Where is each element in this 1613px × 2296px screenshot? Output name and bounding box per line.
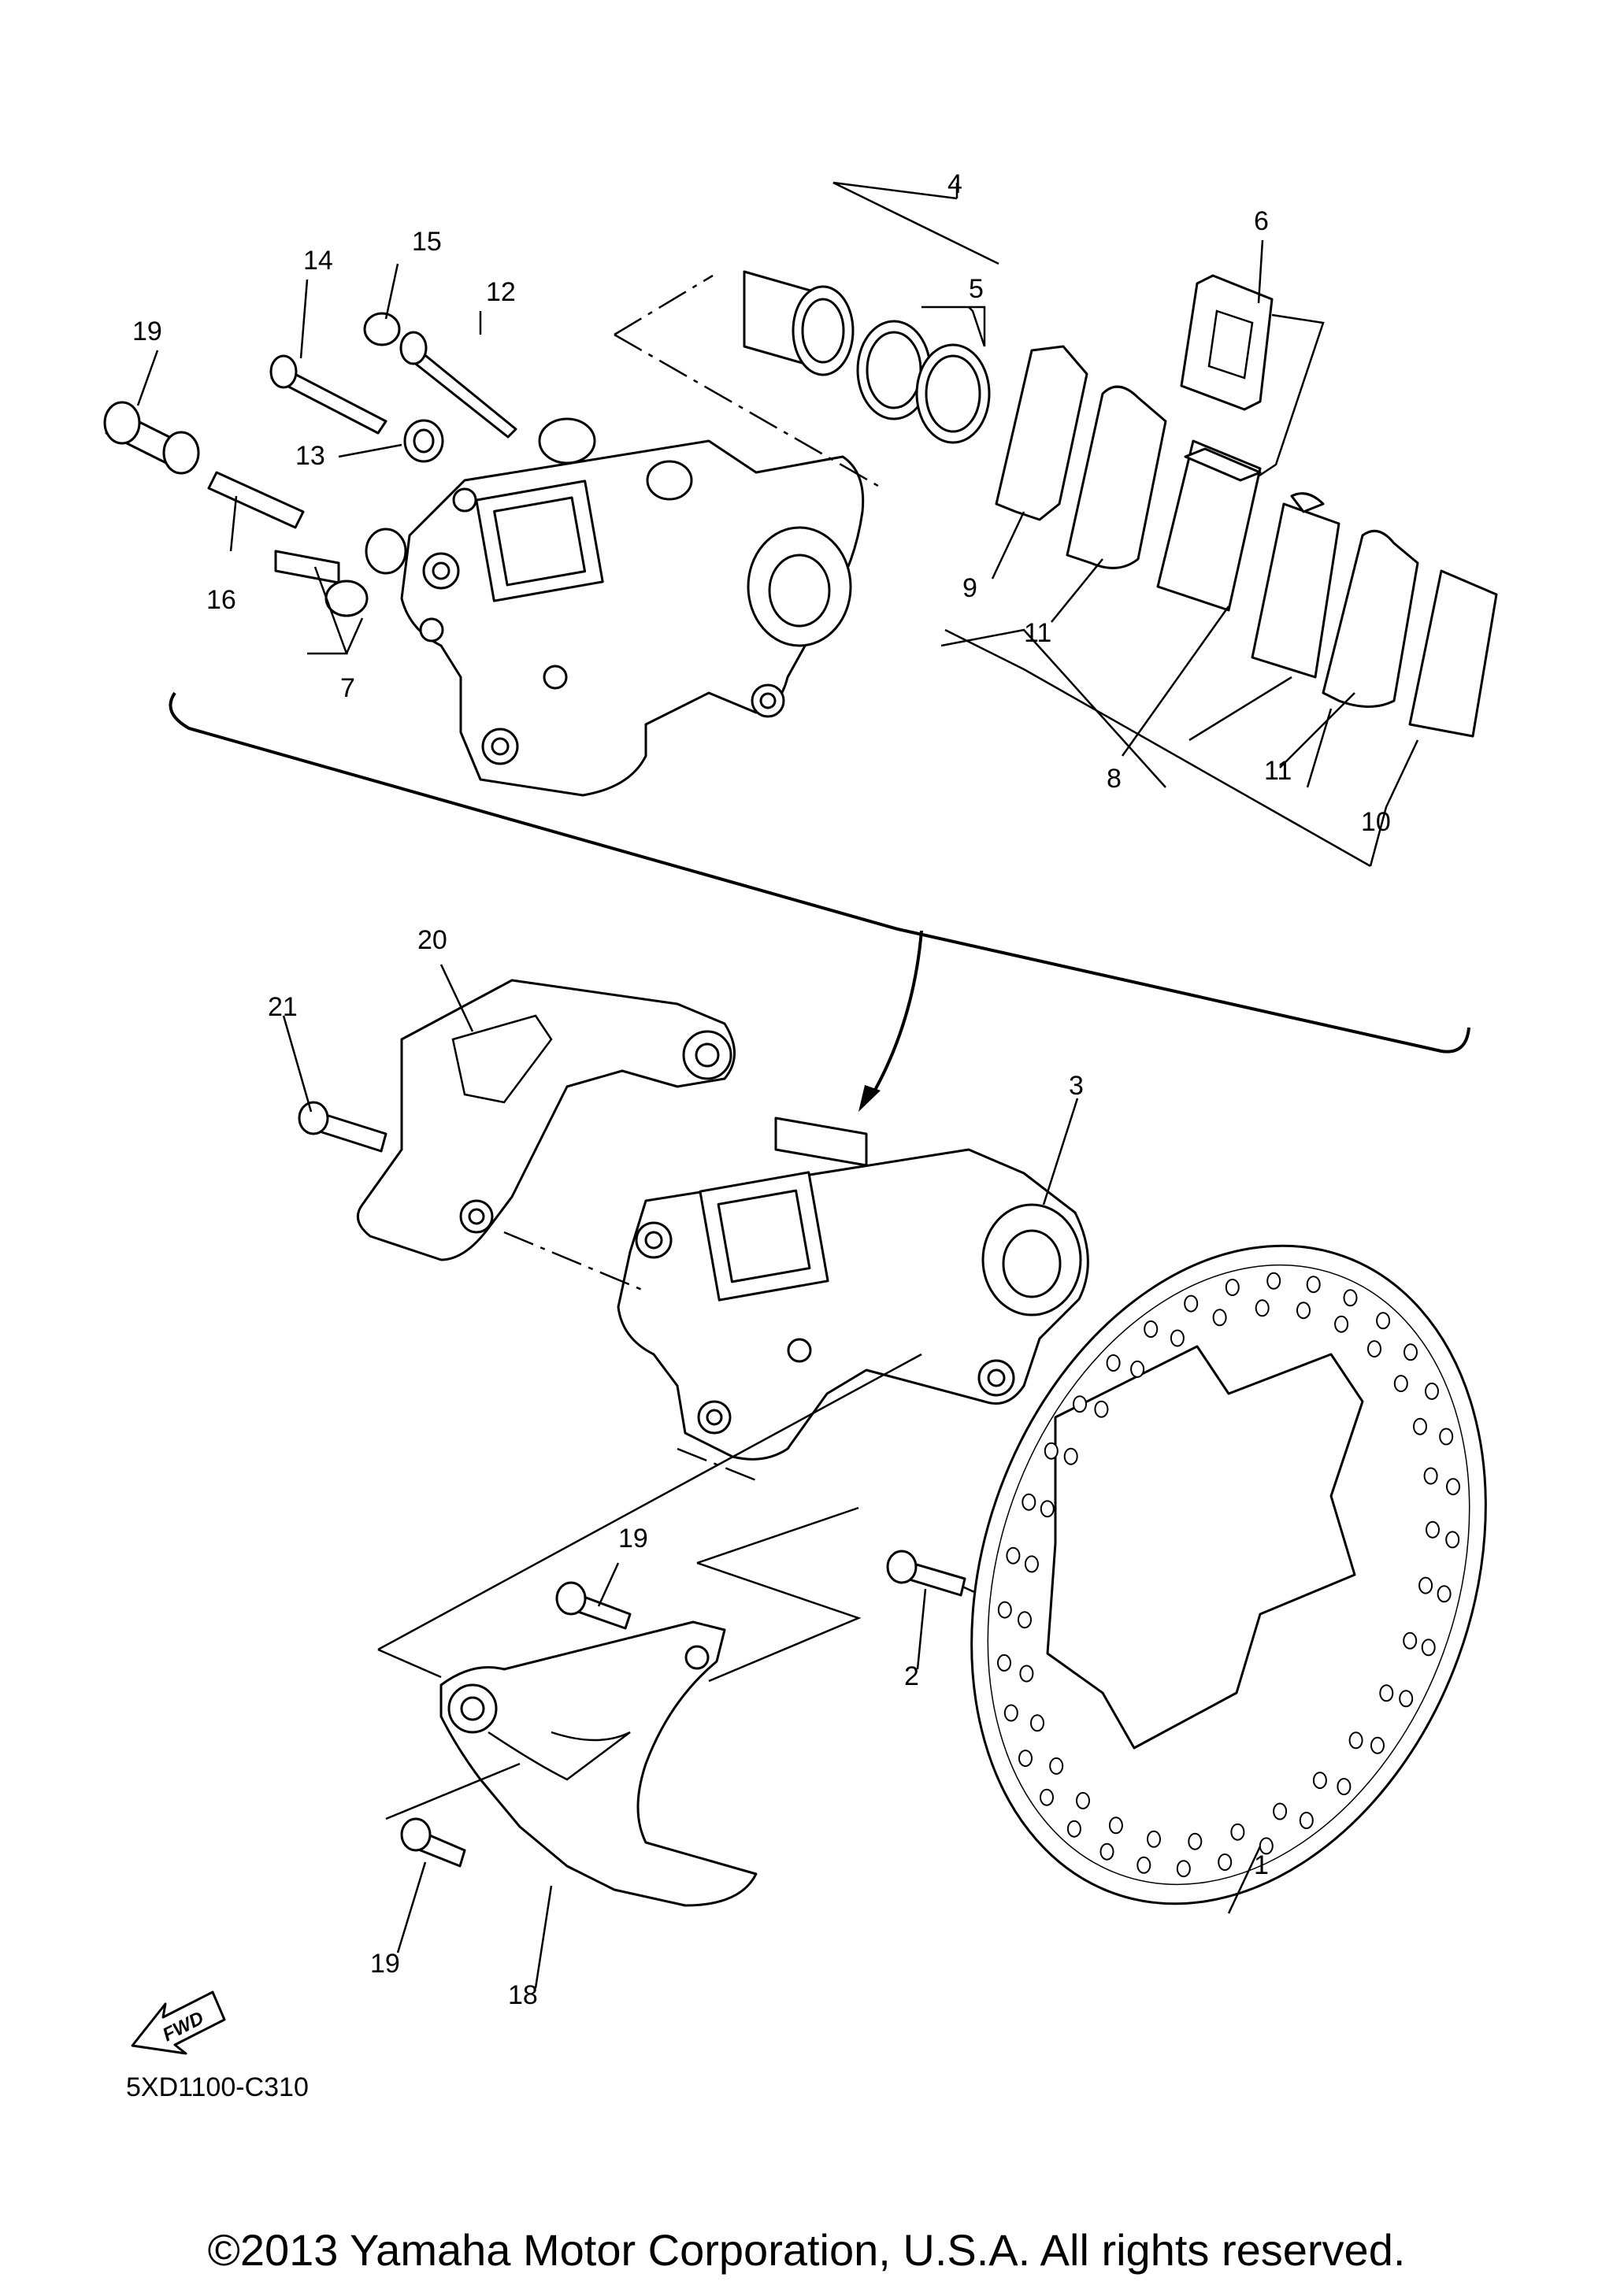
disc-hole <box>1130 1360 1145 1378</box>
disc-hole <box>1348 1731 1363 1750</box>
disc-hole <box>1066 1820 1081 1838</box>
disc-hole <box>1370 1736 1385 1754</box>
callout-19a: 19 <box>618 1524 648 1554</box>
callout-15: 13 <box>295 441 325 471</box>
disc-hole <box>1296 1302 1311 1320</box>
leader-lines <box>136 181 1419 1989</box>
disc-hole <box>1170 1329 1185 1347</box>
disc-hole <box>1367 1340 1381 1358</box>
disc-hole <box>1044 1442 1059 1460</box>
callout-16: 16 <box>206 585 236 615</box>
callout-14: 14 <box>303 246 333 276</box>
callout-21: 21 <box>268 992 298 1022</box>
callout-12: 12 <box>486 277 516 307</box>
disc-hole <box>1421 1639 1436 1657</box>
disc-hole <box>1049 1757 1064 1775</box>
disc-hole <box>1306 1276 1321 1294</box>
disc-hole <box>1426 1520 1440 1539</box>
copyright-footer: ©2013 Yamaha Motor Corporation, U.S.A. A… <box>207 2225 1406 2275</box>
disc-hole <box>1299 1812 1314 1829</box>
caliper-exploded-view <box>103 270 1498 1112</box>
disc-hole <box>1094 1400 1109 1418</box>
disc-hole <box>1218 1853 1233 1871</box>
disc-hole <box>1018 1750 1033 1768</box>
disc-hole <box>1073 1395 1087 1413</box>
disc-hole <box>1006 1546 1021 1565</box>
callout-7: 7 <box>340 673 355 703</box>
disc-hole <box>1399 1690 1414 1708</box>
callout-2: 2 <box>904 1661 919 1691</box>
disc-hole <box>1403 1631 1418 1650</box>
callout-4: 4 <box>947 169 962 199</box>
callout-18: 18 <box>508 1980 538 2010</box>
callout-10: 10 <box>1361 807 1391 837</box>
disc-hole <box>1437 1585 1452 1603</box>
disc-hole <box>1040 1500 1055 1518</box>
disc-hole <box>1376 1312 1391 1330</box>
disc-hole <box>1230 1823 1245 1841</box>
callout-9: 9 <box>962 573 977 603</box>
disc-hole <box>1446 1478 1460 1496</box>
callout-19b: 19 <box>370 1949 400 1979</box>
callout-20: 20 <box>417 925 447 955</box>
disc-hole <box>1188 1832 1203 1850</box>
disc-hole <box>1259 1837 1274 1855</box>
disc-hole <box>1063 1447 1078 1465</box>
disc-hole <box>1184 1294 1199 1313</box>
disc-hole <box>997 1601 1012 1619</box>
disc-hole <box>1018 1611 1032 1629</box>
disc-hole <box>1108 1816 1123 1835</box>
disc-hole <box>1266 1272 1281 1290</box>
caliper-assembly-view <box>298 979 1487 1907</box>
disc-hole <box>1425 1382 1439 1400</box>
disc-holes <box>997 1272 1460 1878</box>
disc-hole <box>1099 1842 1114 1861</box>
callout-6: 6 <box>1254 206 1269 236</box>
disc-hole <box>997 1653 1011 1672</box>
disc-hole <box>1147 1830 1161 1848</box>
disc-hole <box>1225 1279 1240 1296</box>
callout-5: 5 <box>969 274 984 304</box>
disc-hole <box>1255 1299 1270 1317</box>
part-code: 5XD1100-C310 <box>126 2072 309 2102</box>
disc-hole <box>1343 1289 1358 1307</box>
callout-11a: 11 <box>1024 618 1051 648</box>
disc-hole <box>1076 1791 1090 1809</box>
disc-hole <box>1106 1354 1121 1372</box>
disc-hole <box>1337 1778 1352 1795</box>
disc-hole <box>1418 1576 1433 1594</box>
disc-hole <box>1312 1772 1327 1790</box>
disc-hole <box>1423 1467 1438 1485</box>
disc-hole <box>1445 1531 1460 1549</box>
disc-hole <box>1137 1856 1151 1874</box>
disc-hole <box>1030 1714 1044 1732</box>
disc-hole <box>1003 1704 1018 1722</box>
disc-hole <box>1144 1320 1159 1338</box>
disc-hole <box>1024 1555 1039 1573</box>
disc-hole <box>1176 1860 1191 1878</box>
disc-hole <box>1393 1375 1408 1393</box>
callout-3: 3 <box>1069 1071 1084 1101</box>
disc-hole <box>1413 1417 1427 1435</box>
callout-1: 1 <box>1254 1850 1269 1880</box>
disc-hole <box>1022 1493 1036 1511</box>
fwd-arrow-icon: FWD <box>131 1990 226 2055</box>
callout-11b: 11 <box>1264 756 1292 786</box>
disc-hole <box>1212 1309 1227 1327</box>
disc-hole <box>1334 1315 1349 1333</box>
disc-hole <box>1273 1802 1288 1820</box>
callout-labels: 4 5 6 15 14 12 19 13 16 7 9 11 8 11 10 2… <box>132 169 1391 2010</box>
callout-17: 19 <box>132 317 162 346</box>
callout-8: 8 <box>1107 764 1122 794</box>
disc-hole <box>1019 1665 1034 1683</box>
disc-hole <box>1040 1788 1054 1806</box>
callout-13: 15 <box>412 227 442 257</box>
disc-hole <box>1439 1428 1454 1446</box>
disc-hole <box>1379 1684 1394 1702</box>
disc-hole <box>1403 1343 1418 1361</box>
